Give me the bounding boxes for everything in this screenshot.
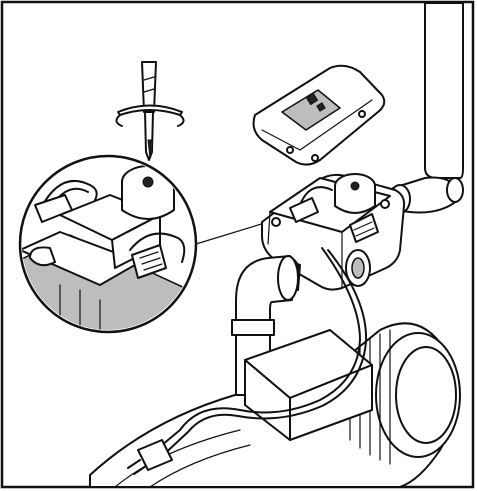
pump-motor: [89, 322, 461, 488]
pressure-controller: [261, 173, 406, 291]
detail-magnifier: [18, 154, 269, 334]
screwdriver: [115, 61, 185, 161]
vertical-pipe: [389, 2, 464, 214]
controller-cover: [252, 64, 386, 166]
power-cable: [127, 247, 368, 475]
